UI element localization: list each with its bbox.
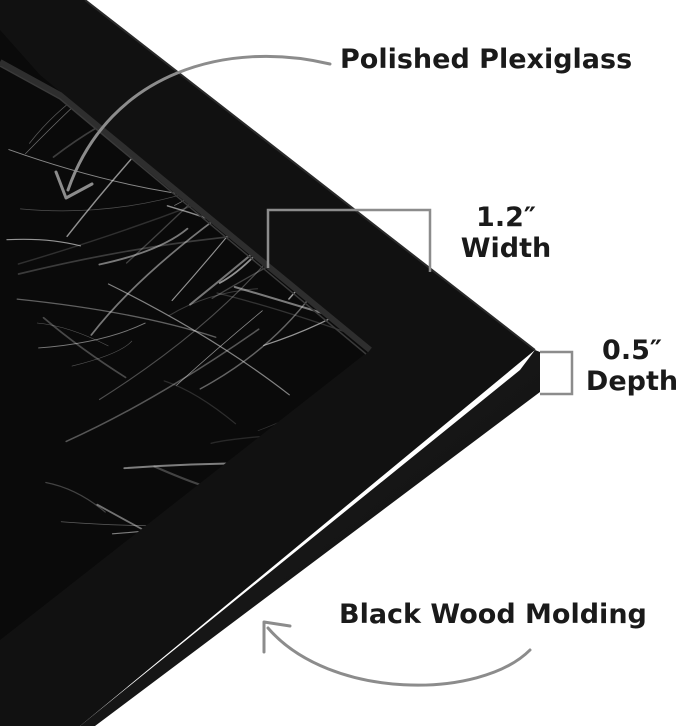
- frame-edge-highlight: [84, 0, 536, 351]
- grass-strand: [6, 238, 82, 247]
- grass-strand: [65, 328, 260, 443]
- grass-strand: [163, 380, 237, 425]
- grass-strand: [98, 261, 267, 401]
- curved-arrow-up-left-icon: [266, 626, 532, 687]
- width-label: 1.2″ Width: [456, 202, 556, 264]
- grass-strand: [216, 292, 370, 357]
- grass-strand: [176, 310, 263, 386]
- plexiglass-edge: [0, 65, 367, 355]
- grass-strand: [38, 322, 146, 349]
- width-bracket: [266, 208, 432, 272]
- grass-strand: [45, 481, 106, 513]
- grass-strand: [283, 102, 334, 140]
- grass-strand: [42, 316, 127, 379]
- grass-strand: [199, 294, 313, 390]
- depth-caption: Depth: [585, 366, 679, 398]
- width-value: 1.2″: [476, 202, 536, 233]
- photo-area: [0, 30, 370, 640]
- grass-strand: [195, 632, 370, 640]
- grass-strand: [36, 322, 109, 347]
- curved-arrow-down-left-icon: [66, 54, 332, 192]
- grass-strand: [90, 218, 216, 336]
- molding-label: Black Wood Molding: [339, 599, 647, 630]
- grass-strand: [198, 30, 330, 75]
- grass-strand: [177, 30, 329, 91]
- grass-strand: [222, 30, 317, 119]
- grass-strand: [298, 111, 370, 164]
- grass-strand: [71, 340, 133, 367]
- grass-strand: [98, 227, 189, 266]
- plexiglass-label: Polished Plexiglass: [340, 44, 633, 75]
- depth-value: 0.5″: [602, 335, 662, 366]
- arrowhead-plexiglass: [54, 170, 94, 200]
- arrowhead-molding: [262, 620, 292, 654]
- grass-strand: [168, 288, 259, 317]
- depth-label: 0.5″ Depth: [582, 335, 679, 397]
- width-caption: Width: [460, 233, 552, 265]
- plexiglass-bevel: [0, 59, 372, 353]
- depth-bracket: [540, 350, 574, 396]
- grass-strand: [107, 283, 290, 396]
